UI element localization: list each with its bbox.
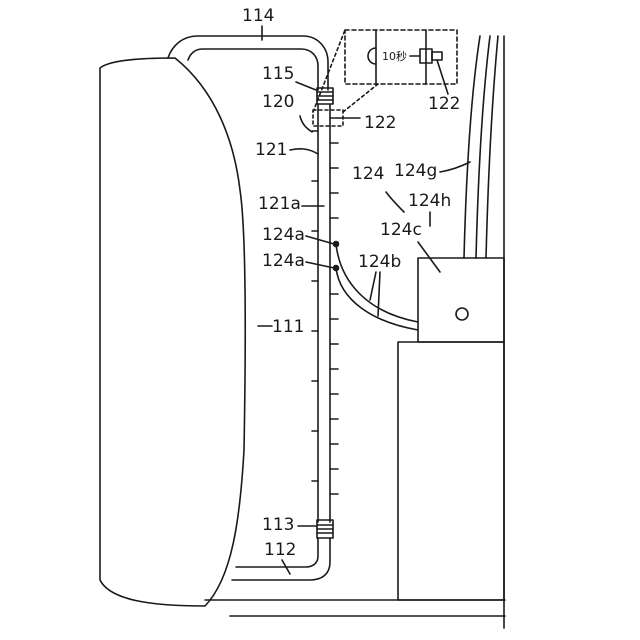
label-111: 111 [272, 319, 304, 336]
leader-124c [418, 242, 440, 272]
leader-121 [290, 149, 318, 154]
nozzle-row [312, 118, 338, 494]
cable-124g-3 [486, 36, 498, 258]
label-124b: 124b [358, 254, 401, 271]
label-122-detail: 122 [428, 96, 460, 113]
detail-inset-text: 10秒 [382, 51, 407, 62]
label-124: 124 [352, 166, 384, 183]
label-124c: 124c [380, 222, 422, 239]
label-121: 121 [255, 142, 287, 159]
label-121a: 121a [258, 196, 301, 213]
leader-124g [440, 162, 470, 172]
cabinet [398, 342, 504, 600]
label-115: 115 [262, 66, 294, 83]
label-113: 113 [262, 517, 294, 534]
hose-124b-lower [336, 268, 418, 330]
leader-120 [300, 116, 312, 132]
detail-leader [343, 84, 378, 112]
label-114: 114 [242, 8, 274, 25]
main-body-outline [100, 58, 245, 606]
leader-124 [386, 192, 404, 212]
device-box-124c [418, 258, 504, 342]
label-124a-lower: 124a [262, 253, 305, 270]
label-124a-upper: 124a [262, 227, 305, 244]
label-124h: 124h [408, 193, 451, 210]
inset-leader [437, 60, 448, 94]
device-knob [456, 308, 468, 320]
leader-124b-a [370, 272, 376, 300]
leader-115 [296, 82, 316, 90]
upper-pipe-outer [168, 36, 328, 90]
inset-circle [368, 48, 376, 64]
cable-124g-2 [476, 36, 490, 258]
label-112: 112 [264, 542, 296, 559]
label-124g: 124g [394, 163, 437, 180]
inset-nozzle-tip [432, 52, 442, 60]
label-122-main: 122 [364, 115, 396, 132]
label-120: 120 [262, 94, 294, 111]
